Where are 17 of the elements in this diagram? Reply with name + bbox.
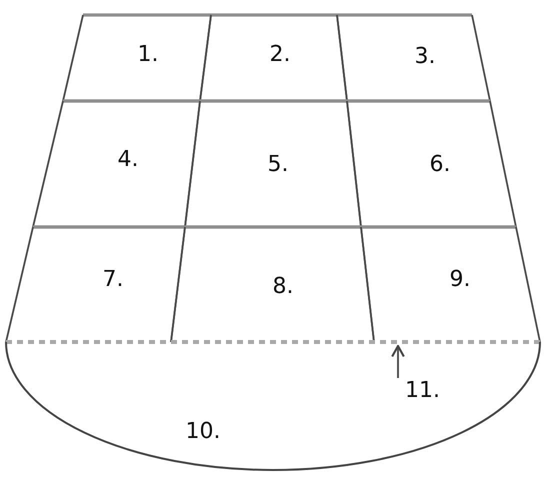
section-number: 1. (138, 42, 158, 68)
section-number: 8. (272, 274, 294, 300)
section-number: 9. (450, 267, 470, 293)
section-number: 2. (270, 42, 290, 68)
section-number: 10. (186, 419, 220, 445)
section-number: 3. (414, 44, 436, 70)
callout-number: 11. (396, 378, 440, 404)
grid-section (60, 12, 214, 104)
curved-section (3, 341, 543, 473)
section-number: 6. (430, 152, 450, 178)
grid-section (30, 98, 203, 230)
section-number: 5. (268, 152, 288, 178)
section-number: 7. (102, 267, 124, 293)
section-number: 4. (118, 147, 138, 173)
grid-section (334, 12, 493, 104)
grid-section (344, 98, 519, 230)
leader-arrow (391, 344, 405, 378)
